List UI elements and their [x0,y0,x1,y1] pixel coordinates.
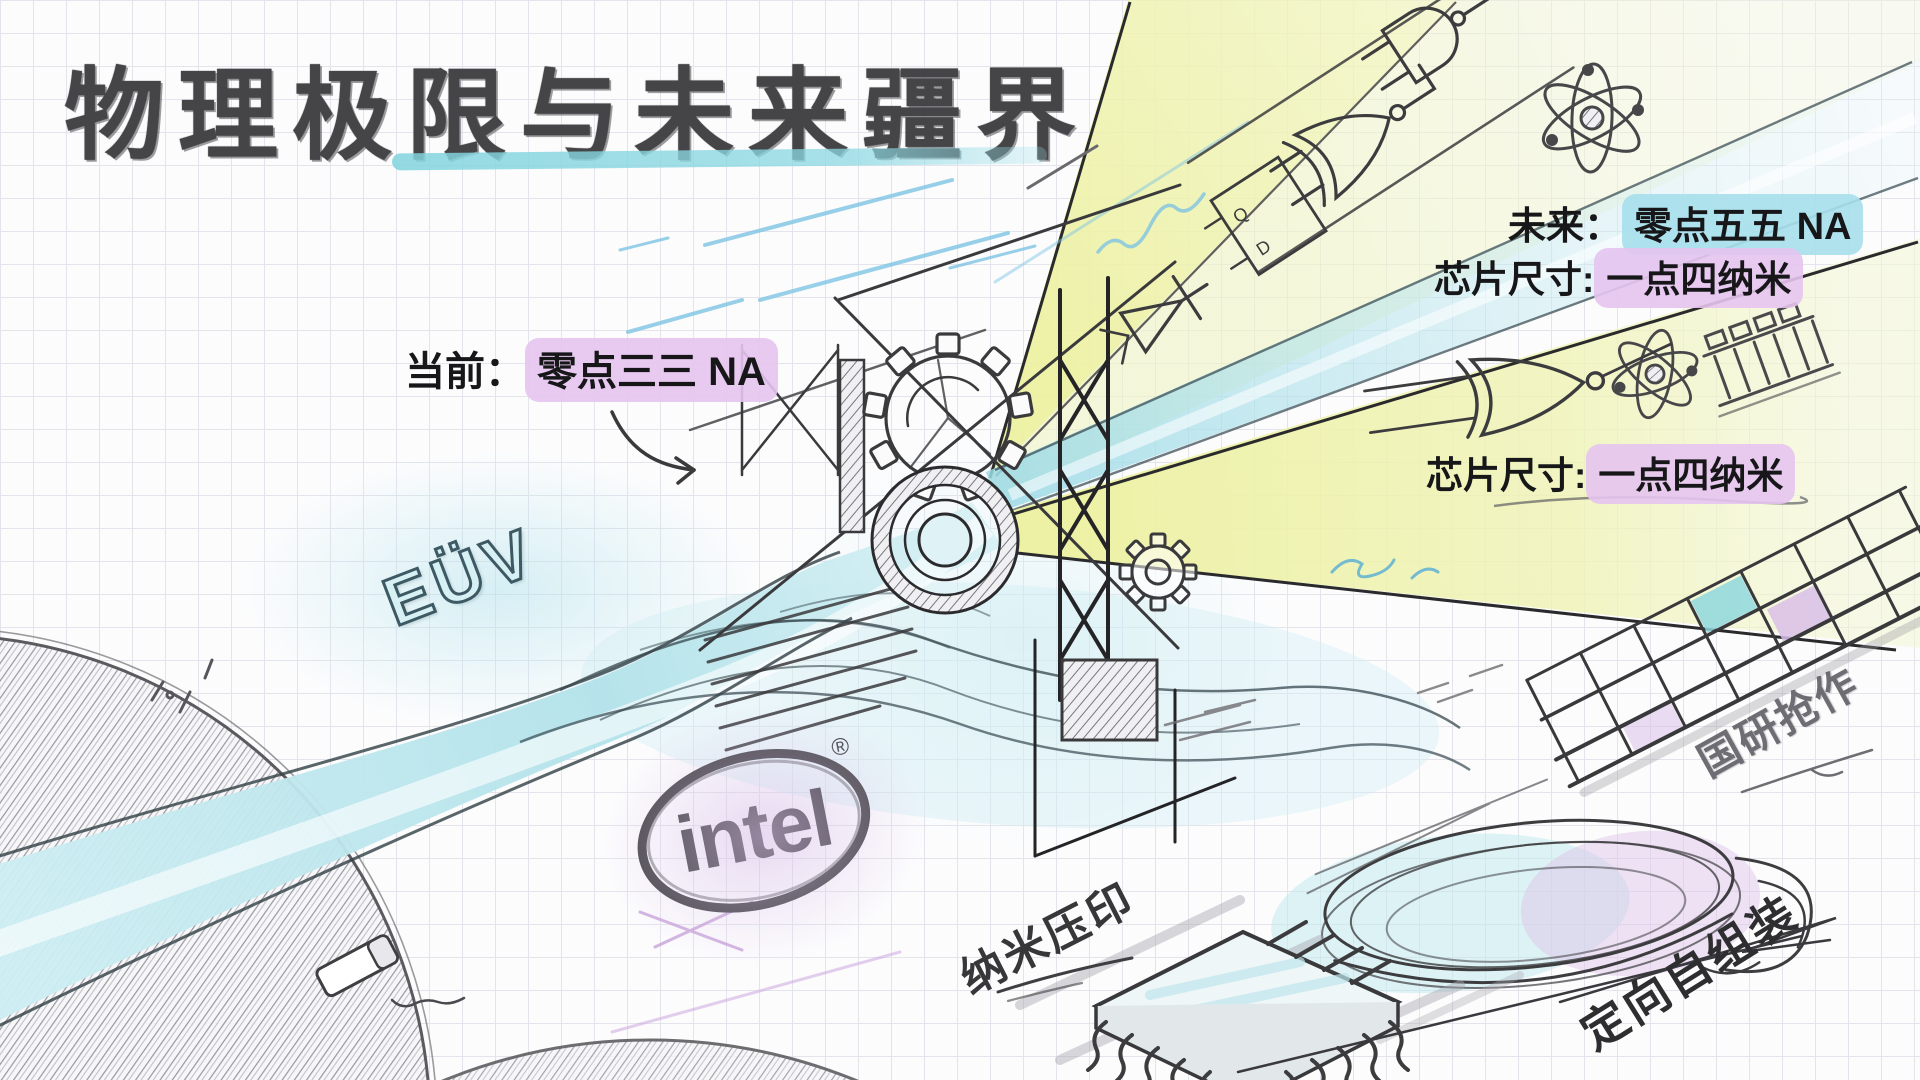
future-na-prefix: 未来： [1508,206,1623,248]
chip-size-1-value: 一点四纳米 [1594,248,1804,308]
gear-small-icon [1118,532,1198,612]
pencil-stroke [1026,144,1099,190]
current-na-label: 当前：零点三三 NA [405,338,778,402]
current-na-value: 零点三三 NA [525,338,778,402]
nano-underline [996,956,1134,1003]
wafer-dish [1271,778,1813,994]
future-na-label: 未来：零点五五 NA [1508,194,1864,255]
blue-squiggle [1330,558,1440,580]
dsa-underline [1236,916,1837,1074]
machine-dark-panel [1060,658,1159,742]
chip-size-label-1: 芯片尺寸:一点四纳米 [1434,248,1804,308]
wafer-disc-small [441,1038,859,1080]
lens-rings [870,465,1020,615]
grid-rack [1525,485,1920,797]
eraser-squiggle [390,996,466,1008]
pencil-dashes [1163,663,1504,742]
atom-icon-mid [1611,328,1699,420]
chip-package-icon [1015,895,1524,1080]
diode-icon [1099,275,1209,365]
current-na-prefix: 当前： [405,350,525,394]
nand-gate-icon [1361,0,1502,91]
blue-accent-lines [618,120,1250,334]
truss [1033,276,1237,858]
xor-gate-icon [1269,63,1437,208]
beam-flow-lines [519,592,1471,772]
intel-logo: intel ® [577,675,951,995]
pencil-marks [150,658,214,714]
atom-icon-top [1541,62,1644,174]
future-na-value: 零点五五 NA [1622,194,1864,255]
eraser-icon [315,934,399,998]
chip-size-2-prefix: 芯片尺寸: [1426,455,1587,496]
building-icon [1702,301,1841,418]
light-ray-cyan [986,58,1920,514]
chip-size-label-2: 芯片尺寸:一点四纳米 [1426,444,1796,504]
guoyan-underline [1740,748,1874,794]
chip-size-1-prefix: 芯片尺寸: [1434,259,1595,300]
lithography-machine [688,183,1237,858]
nor-gate-icon [1363,342,1673,439]
chip-size-2-value: 一点四纳米 [1586,444,1796,504]
current-arrow [610,410,696,485]
